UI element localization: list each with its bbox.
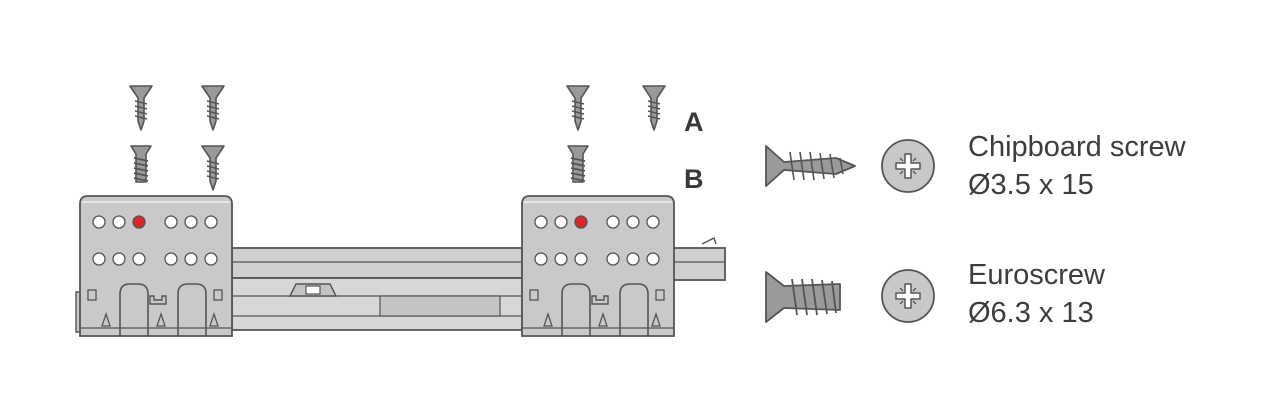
chipboard-screw-icon bbox=[201, 85, 225, 131]
chipboard-screw-icon bbox=[201, 145, 225, 191]
euroscrew-name: Euroscrew bbox=[968, 259, 1105, 291]
chipboard-screw-spec: Ø3.5 x 15 bbox=[968, 169, 1094, 201]
bracket-hole bbox=[534, 215, 548, 229]
drawer-runner bbox=[75, 237, 726, 333]
bracket-hole bbox=[184, 215, 198, 229]
euroscrew-legend: Euroscrew Ø6.3 x 13 bbox=[968, 256, 1105, 332]
euroscrew-icon bbox=[130, 145, 152, 183]
bracket-hole bbox=[92, 215, 106, 229]
euroscrew-spec: Ø6.3 x 13 bbox=[968, 297, 1094, 329]
bracket-hole bbox=[92, 252, 106, 266]
chipboard-screw-legend: Chipboard screw Ø3.5 x 15 bbox=[968, 128, 1186, 204]
row-a-label: A bbox=[684, 107, 704, 137]
euroscrew-icon bbox=[765, 271, 841, 323]
bracket-hole bbox=[184, 252, 198, 266]
bracket-holes bbox=[92, 215, 660, 266]
bracket-hole bbox=[554, 215, 568, 229]
chipboard-screw-icon bbox=[765, 145, 856, 187]
bracket-hole bbox=[606, 252, 620, 266]
bracket-hole bbox=[164, 215, 178, 229]
bracket-hole bbox=[646, 215, 660, 229]
bracket-hole bbox=[574, 252, 588, 266]
highlighted-hole bbox=[132, 215, 146, 229]
highlighted-hole bbox=[574, 215, 588, 229]
bracket-hole bbox=[626, 252, 640, 266]
bracket-hole bbox=[164, 252, 178, 266]
bracket-hole bbox=[554, 252, 568, 266]
euroscrew-icon bbox=[567, 145, 589, 183]
bracket-hole bbox=[204, 215, 218, 229]
bracket-hole bbox=[646, 252, 660, 266]
bracket-hole bbox=[112, 215, 126, 229]
chipboard-screw-icon bbox=[642, 85, 666, 131]
bracket-hole bbox=[132, 252, 146, 266]
pozidriv-head-icon bbox=[881, 139, 935, 193]
chipboard-screw-icon bbox=[566, 85, 590, 131]
row-b-label: B bbox=[684, 164, 704, 194]
chipboard-screw-icon bbox=[129, 85, 153, 131]
bracket-hole bbox=[112, 252, 126, 266]
bracket-hole bbox=[626, 215, 640, 229]
bracket-hole bbox=[606, 215, 620, 229]
pozidriv-head-icon bbox=[881, 269, 935, 323]
bracket-hole bbox=[534, 252, 548, 266]
chipboard-screw-name: Chipboard screw bbox=[968, 131, 1186, 163]
bracket-hole bbox=[204, 252, 218, 266]
